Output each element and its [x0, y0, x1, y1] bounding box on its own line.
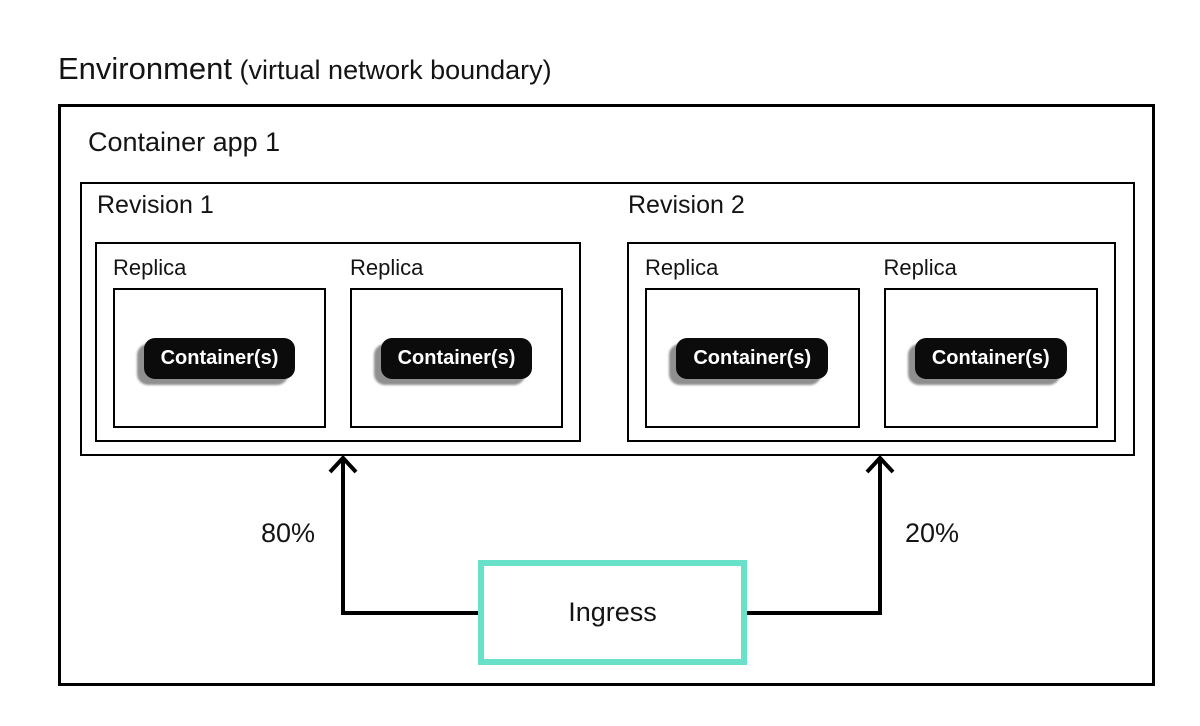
replica-unit: Replica Container(s) [645, 254, 860, 440]
revision-1-replicas-box: Replica Container(s) Replica Container(s… [95, 242, 581, 442]
replica-box: Container(s) [883, 288, 1098, 428]
revision-2-replicas-box: Replica Container(s) Replica Container(s… [627, 242, 1116, 442]
replica-unit: Replica Container(s) [350, 254, 563, 440]
revision-2-label: Revision 2 [628, 191, 745, 219]
environment-title: Environment (virtual network boundary) [58, 50, 552, 94]
containers-pill: Container(s) [380, 337, 533, 379]
environment-title-suffix: (virtual network boundary) [232, 55, 552, 85]
replica-unit: Replica Container(s) [113, 254, 326, 440]
traffic-share-revision-1-label: 80% [260, 518, 315, 548]
container-app-label: Container app 1 [88, 127, 281, 157]
containers-pill: Container(s) [914, 337, 1067, 379]
containers-pill: Container(s) [143, 337, 296, 379]
replica-box: Container(s) [350, 288, 563, 428]
replica-label: Replica [645, 255, 719, 280]
replica-label: Replica [883, 255, 957, 280]
environment-title-main: Environment [58, 51, 233, 86]
replica-box: Container(s) [113, 288, 326, 428]
ingress-label: Ingress [568, 597, 657, 627]
replica-label: Replica [350, 255, 424, 280]
replica-label: Replica [113, 255, 187, 280]
replica-unit: Replica Container(s) [883, 254, 1098, 440]
containers-pill: Container(s) [676, 337, 829, 379]
revision-1-label: Revision 1 [97, 191, 214, 219]
ingress-box: Ingress [478, 560, 747, 665]
traffic-share-revision-2-label: 20% [905, 518, 960, 548]
replica-box: Container(s) [645, 288, 860, 428]
